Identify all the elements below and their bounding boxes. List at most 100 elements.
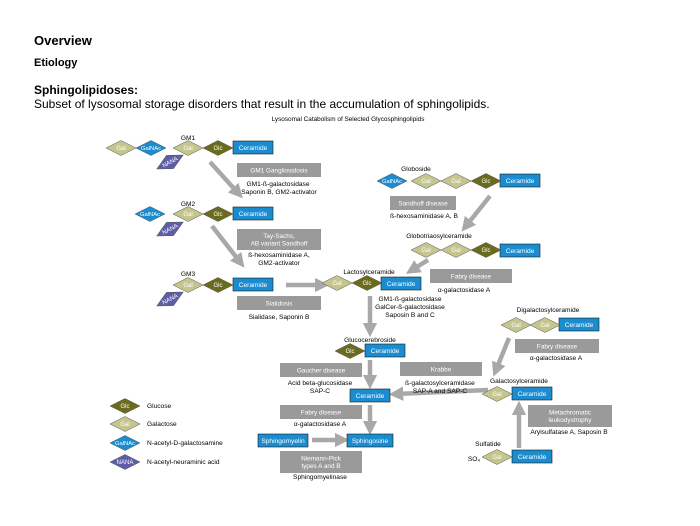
galactose-unit: Gal [500,317,532,333]
disease-box [390,196,456,210]
glucose-unit-label: Glc [121,404,130,410]
label: GalCer-ß-galactosidase [375,304,445,311]
label: Sialidase, Saponin B [249,314,310,321]
galactose-unit: Gal [172,206,204,222]
nana-unit: NANA [156,221,184,237]
glucose-unit-label: Glc [482,248,491,254]
overview-heading: Overview [34,33,92,48]
legend-glucose-label: Glucose [147,403,172,410]
glucose-unit-label: Glc [346,349,355,355]
glucose-unit-shape [470,242,502,258]
ceramide-label: Ceramide [239,282,268,289]
disease-box [515,339,599,353]
label: α-galactosidase A [438,287,491,294]
disease-box [430,269,512,283]
label: Acid beta-glucosidase [288,380,353,387]
ceramide-box [346,433,394,448]
disease-label: Tay-Sachs, [263,233,295,240]
reaction-arrow [461,194,492,232]
galactose-unit-label: Gal [511,323,520,329]
ceramide-box [232,140,274,155]
legend-galactose-label: Galactose [147,421,177,428]
ceramide-label: Ceramide [565,322,594,329]
glucose-unit: Glc [109,398,141,414]
galnac-unit-shape [109,435,141,451]
ceramide-box [257,433,309,448]
nana-unit-shape [109,454,141,470]
legend-galnac-label: N-acetyl-D-galactosamine [147,440,223,447]
galactose-unit: Gal [172,277,204,293]
disease-box [237,163,321,177]
disease-label: leukodystrophy [549,417,593,424]
glucose-unit: Glc [202,140,234,156]
glucose-unit-shape [334,343,366,359]
sphingolipidoses-heading: Sphingolipidoses: [34,83,138,97]
galnac-unit-shape [376,173,408,189]
glucose-unit-label: Glc [214,283,223,289]
ceramide-box [511,449,553,464]
galactose-unit: Gal [410,242,442,258]
galactose-unit-label: Gal [492,392,501,398]
label: GM1-ß-galactosidase [246,181,309,188]
reaction-arrow [208,160,243,199]
ceramide-label: Ceramide [371,348,400,355]
galactose-unit-label: Gal [451,179,460,185]
galactose-unit-label: Gal [492,455,501,461]
ceramide-label: Ceramide [387,281,416,288]
galactose-unit-label: Gal [116,146,125,152]
reaction-arrow [405,258,430,274]
galactose-unit-label: Gal [451,248,460,254]
disease-label: Sandhoff disease [398,200,448,207]
legend-nana-label: N-acetyl-neuraminic acid [147,459,220,466]
label: ß-galactosylceramidase [405,380,475,387]
so4-label: SO₄ [468,456,481,463]
glucose-unit-shape [202,140,234,156]
disease-box [280,363,362,377]
galactose-unit-shape [529,317,561,333]
compound-label: Galactosylceramide [490,378,548,385]
nana-unit: NANA [156,291,184,306]
ceramide-box [232,277,274,292]
galnac-unit-label: GalNAc [115,441,135,447]
ceramide-box [364,343,406,358]
nana-unit: NANA [156,154,184,170]
galactose-unit-label: Gal [183,212,192,218]
glucose-unit-shape [202,206,234,222]
reaction-arrow [210,224,245,268]
disease-box [237,296,321,310]
disease-label: Niemann-Pick [301,456,342,463]
compound-label: Globotriaosylceramide [406,233,472,240]
galactose-unit: Gal [440,242,472,258]
galnac-unit-label: GalNAc [140,212,160,218]
glucose-unit-label: Glc [363,281,372,287]
compound-label: GM2 [181,201,196,208]
disease-label: GM1 Gangliosidosis [250,167,307,174]
disease-box [280,405,362,419]
ceramide-label: Ceramide [356,393,385,400]
ceramide-box [232,206,274,221]
label: Sphingomyelinase [293,474,347,481]
ceramide-label: Ceramide [506,178,535,185]
galnac-unit: GalNAc [109,435,141,451]
compound-label: Glucocerebroside [344,337,396,344]
disease-label: Fabry disease [537,343,578,350]
glucose-unit-shape [470,173,502,189]
glucose-unit: Glc [334,343,366,359]
compound-label: Digalactosylceramide [517,307,580,314]
nana-unit-shape [156,154,184,170]
disease-label: Sialidosis [266,300,293,307]
label: ß-hexosaminidase A, [248,252,310,259]
galactose-unit-label: Gal [332,281,341,287]
glucose-unit-shape [351,275,383,291]
compound-label: GM3 [181,271,196,278]
galactose-unit-label: Gal [183,146,192,152]
nana-unit-shape [156,221,184,237]
ceramide-label: Ceramide [239,145,268,152]
disease-box [280,451,362,473]
label: Saposin B and C [385,312,435,319]
galnac-unit-label: GalNAc [382,179,402,185]
disease-box [237,229,321,250]
galactose-unit-shape [481,449,513,465]
label: Saponin B, GM2-activator [241,189,317,196]
label: α-galactosidase A [294,421,347,428]
